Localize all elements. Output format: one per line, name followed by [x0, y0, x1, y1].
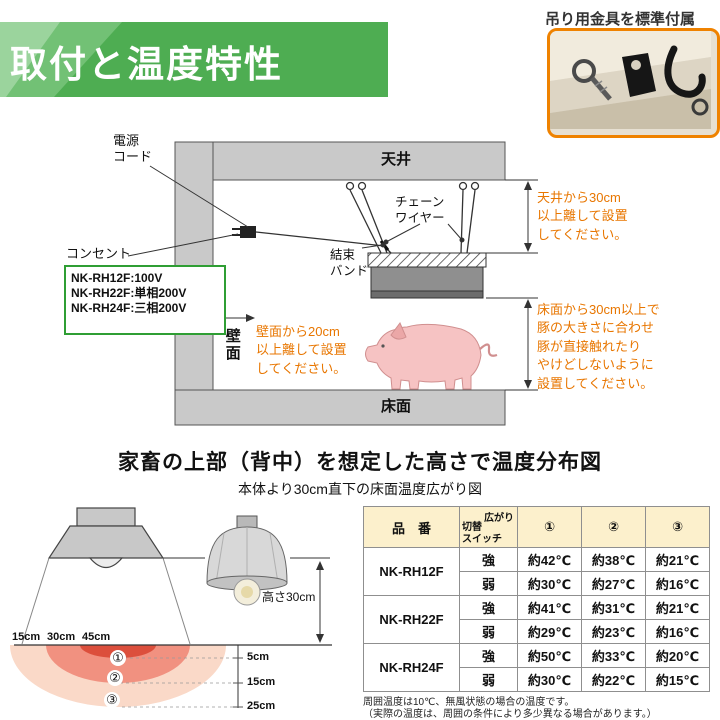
accessory-photo — [547, 28, 720, 138]
hook-icon — [664, 45, 706, 98]
depth-scale-ticks — [118, 657, 243, 708]
product-cell: NK-RH24F — [363, 643, 460, 692]
depth-label-5: 5cm — [247, 651, 270, 663]
distribution-lines — [14, 557, 332, 708]
radial-label-30: 30cm — [47, 631, 76, 643]
table-header-zone1: ① — [517, 506, 582, 548]
wall-label: 壁面 — [223, 328, 241, 362]
product-cell: NK-RH12F — [363, 547, 460, 596]
table-row: 弱 約30℃ 約22℃ 約15℃ — [364, 667, 710, 692]
hanging-brackets-photo-graphic — [550, 31, 711, 129]
power-cord-label: 電源 コード — [113, 133, 153, 165]
radial-label-45: 45cm — [82, 631, 111, 643]
page-title: 取付と温度特性 — [10, 44, 283, 85]
height-label: 高さ30cm — [262, 590, 316, 604]
section-subtitle: 本体より30cm直下の床面温度広がり図 — [238, 481, 482, 497]
leader-lines — [127, 165, 465, 257]
table-row: NK-RH22F 強 約41℃ 約31℃ 約21℃ — [363, 595, 710, 644]
lamp-product-drawing — [206, 515, 288, 606]
title-banner-graphic — [0, 22, 388, 97]
floor-clearance-note: 床面から30cm以上で 豚の大きさに合わせ 豚が直接触れたり やけどしないように… — [537, 302, 660, 391]
table-header-switch: 切替スイッチ — [462, 522, 502, 545]
heater-unit-graphic — [367, 252, 487, 299]
dimension-lines — [218, 179, 538, 391]
outlet-label: コンセント — [66, 246, 132, 261]
zone-2-badge: ② — [107, 670, 123, 686]
table-footnote-1: 周囲温度は10℃、無風状態の場合の温度です。 — [363, 697, 575, 708]
temperature-table: 品 番 広がり 切替スイッチ ① ② ③ NK-RH12F 強 約42℃ 約38… — [363, 506, 710, 692]
pig-illustration — [365, 322, 498, 390]
cable-tie-label: 結束 バンド — [330, 248, 369, 278]
product-cell: NK-RH22F — [363, 595, 460, 644]
floor-label: 床面 — [381, 398, 412, 415]
table-row: NK-RH12F 強 約42℃ 約38℃ 約21℃ — [363, 547, 710, 596]
zone-3-badge: ③ — [104, 692, 120, 708]
table-header-spread: 広がり — [484, 513, 514, 524]
table-header-switch-spread: 広がり 切替スイッチ — [459, 506, 518, 548]
table-header-zone3: ③ — [645, 506, 710, 548]
chain-wire-label: チェーン ワイヤー — [395, 195, 445, 225]
zone-1-badge: ① — [110, 650, 126, 666]
lamp-line-drawing — [47, 507, 165, 569]
depth-label-25: 25cm — [247, 700, 276, 712]
table-row: NK-RH24F 強 約50℃ 約33℃ 約20℃ — [363, 643, 710, 692]
table-footnote-2: （実際の温度は、周囲の条件により多少異なる場合があります。） — [363, 709, 657, 720]
table-row: 弱 約30℃ 約27℃ 約16℃ — [364, 571, 710, 596]
accessory-label: 吊り用金具を標準付属 — [545, 11, 696, 28]
bracket-icon — [622, 53, 656, 97]
table-header-zone2: ② — [581, 506, 646, 548]
wall-clearance-note: 壁面から20cm 以上離して設置 してください。 — [256, 324, 347, 376]
depth-label-15: 15cm — [247, 676, 276, 688]
table-header-product: 品 番 — [363, 506, 460, 548]
chain-wires-graphic — [345, 181, 480, 254]
voltage-spec-box: NK-RH12F:100V NK-RH22F:単相200V NK-RH24F:三… — [64, 265, 226, 335]
spread-guide-lines — [21, 557, 191, 645]
radial-label-15: 15cm — [12, 631, 41, 643]
ceiling-label: 天井 — [381, 151, 412, 168]
eye-screw-icon — [572, 59, 596, 83]
ceiling-clearance-note: 天井から30cm 以上離して設置 してください。 — [537, 190, 628, 242]
section-title: 家畜の上部（背中）を想定した高さで温度分布図 — [118, 451, 602, 474]
